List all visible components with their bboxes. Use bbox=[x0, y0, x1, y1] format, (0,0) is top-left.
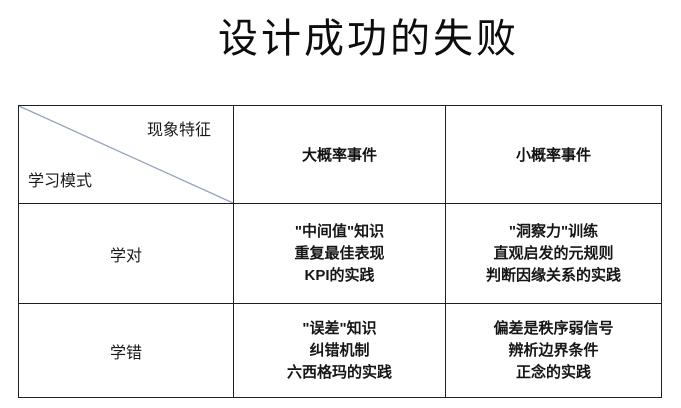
column-header-high-probability: 大概率事件 bbox=[234, 106, 446, 204]
cell-wrong-low-probability: 偏差是秩序弱信号 辨析边界条件 正念的实践 bbox=[446, 304, 661, 397]
corner-learning-mode-label: 学习模式 bbox=[28, 173, 93, 190]
cell-wrong-high-probability: "误差"知识 纠错机制 六西格玛的实践 bbox=[234, 304, 446, 397]
diagonal-divider-line bbox=[19, 106, 233, 203]
column-header-low-probability: 小概率事件 bbox=[446, 106, 661, 204]
cell-text-line: 直观启发的元规则 bbox=[493, 244, 614, 262]
matrix-table: 现象特征 学习模式 大概率事件 小概率事件 学对 "中间值"知识 重复最佳表现 … bbox=[18, 105, 662, 398]
cell-text-line: 六西格玛的实践 bbox=[286, 363, 392, 381]
cell-text-line: "洞察力"训练 bbox=[508, 222, 599, 240]
cell-text-line: 正念的实践 bbox=[515, 363, 591, 381]
cell-text-line: 判断因缘关系的实践 bbox=[485, 266, 621, 284]
cell-text-line: "误差"知识 bbox=[302, 319, 377, 337]
cell-text-line: 纠错机制 bbox=[309, 341, 370, 359]
row-label-learn-wrong: 学错 bbox=[19, 304, 234, 397]
cell-text-line: 偏差是秩序弱信号 bbox=[493, 319, 614, 337]
corner-phenomenon-label: 现象特征 bbox=[146, 122, 211, 139]
corner-cell: 现象特征 学习模式 bbox=[19, 106, 234, 204]
cell-text-line: 辨析边界条件 bbox=[508, 341, 599, 359]
cell-text-line: KPI的实践 bbox=[304, 266, 375, 284]
page-title: 设计成功的失败 bbox=[218, 17, 519, 61]
cell-text-line: 重复最佳表现 bbox=[294, 244, 385, 262]
cell-correct-low-probability: "洞察力"训练 直观启发的元规则 判断因缘关系的实践 bbox=[446, 204, 661, 304]
cell-text-line: "中间值"知识 bbox=[294, 222, 385, 240]
cell-correct-high-probability: "中间值"知识 重复最佳表现 KPI的实践 bbox=[234, 204, 446, 304]
row-label-learn-correct: 学对 bbox=[19, 204, 234, 304]
